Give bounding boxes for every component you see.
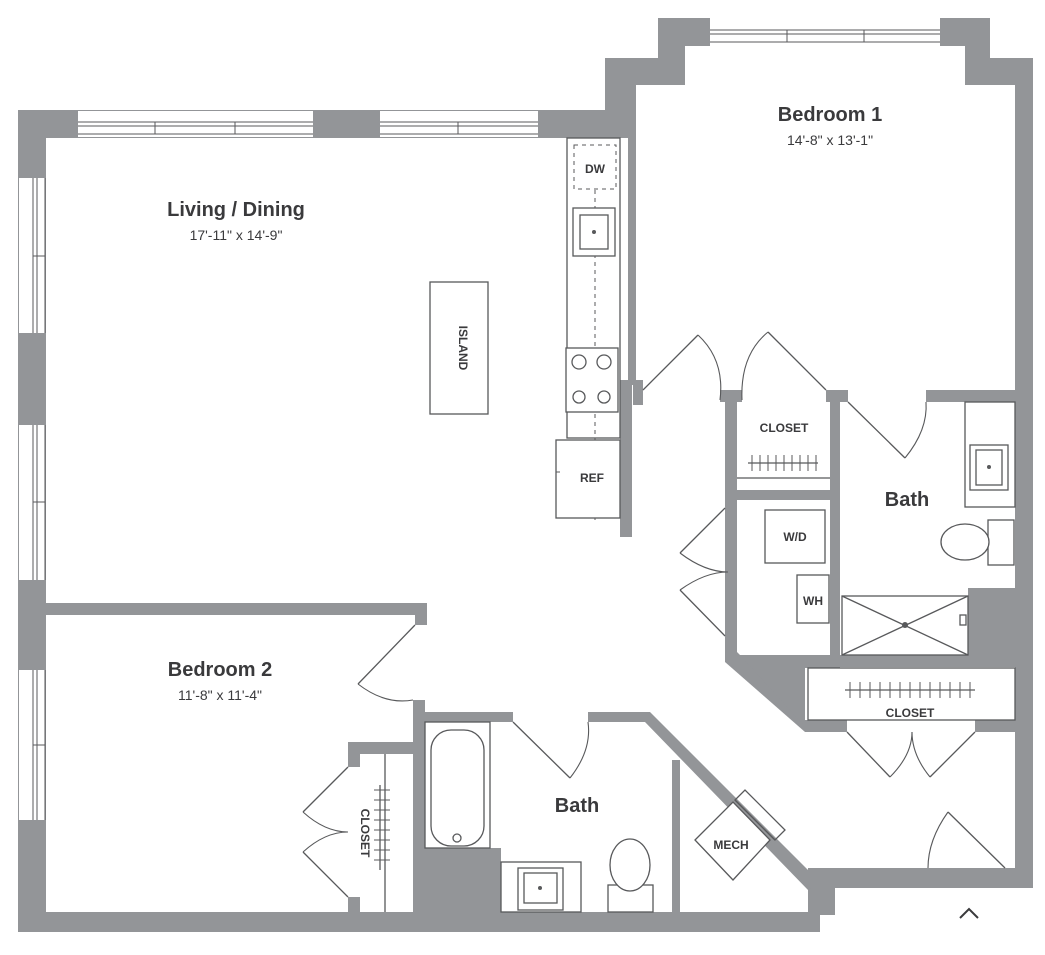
washer-dryer	[764, 509, 826, 564]
mech-label: MECH	[713, 838, 748, 852]
wd-label: W/D	[783, 530, 807, 544]
bath1-toilet	[940, 519, 1015, 566]
bath2-title: Bath	[555, 795, 599, 817]
laundry	[764, 509, 830, 624]
entry-caret-icon	[959, 907, 979, 919]
interior-walls	[46, 85, 1016, 912]
closet-rods	[374, 455, 1016, 912]
ref-label: REF	[580, 471, 604, 485]
windows	[19, 19, 940, 820]
bath2-tub	[424, 721, 491, 849]
wh-label: WH	[803, 594, 823, 608]
closet-bed1-label: CLOSET	[760, 421, 809, 435]
dw-label: DW	[585, 162, 606, 176]
bath1-shower	[841, 595, 969, 656]
living-dining-title: Living / Dining	[167, 199, 305, 221]
living-dining-dims: 17'-11" x 14'-9"	[190, 227, 283, 243]
bath2-toilet	[607, 838, 654, 913]
bath1-fixtures	[841, 401, 1016, 656]
kitchen	[429, 137, 621, 520]
kitchen-island	[429, 281, 489, 415]
island-label: ISLAND	[456, 326, 470, 371]
bath2-fixtures	[424, 721, 654, 913]
exterior-walls	[18, 18, 1033, 932]
bath1-title: Bath	[885, 489, 929, 511]
bedroom1-dims: 14'-8" x 13'-1"	[787, 132, 873, 148]
closet-hall-label: CLOSET	[886, 706, 935, 720]
refrigerator	[555, 439, 621, 519]
bedroom2-title: Bedroom 2	[168, 659, 272, 681]
water-heater	[796, 574, 830, 624]
range-cooktop	[565, 347, 619, 413]
bedroom1-title: Bedroom 1	[778, 104, 882, 126]
closet-bed2-label: CLOSET	[358, 809, 372, 858]
bedroom2-dims: 11'-8" x 11'-4"	[178, 687, 262, 703]
doors	[302, 331, 1006, 898]
